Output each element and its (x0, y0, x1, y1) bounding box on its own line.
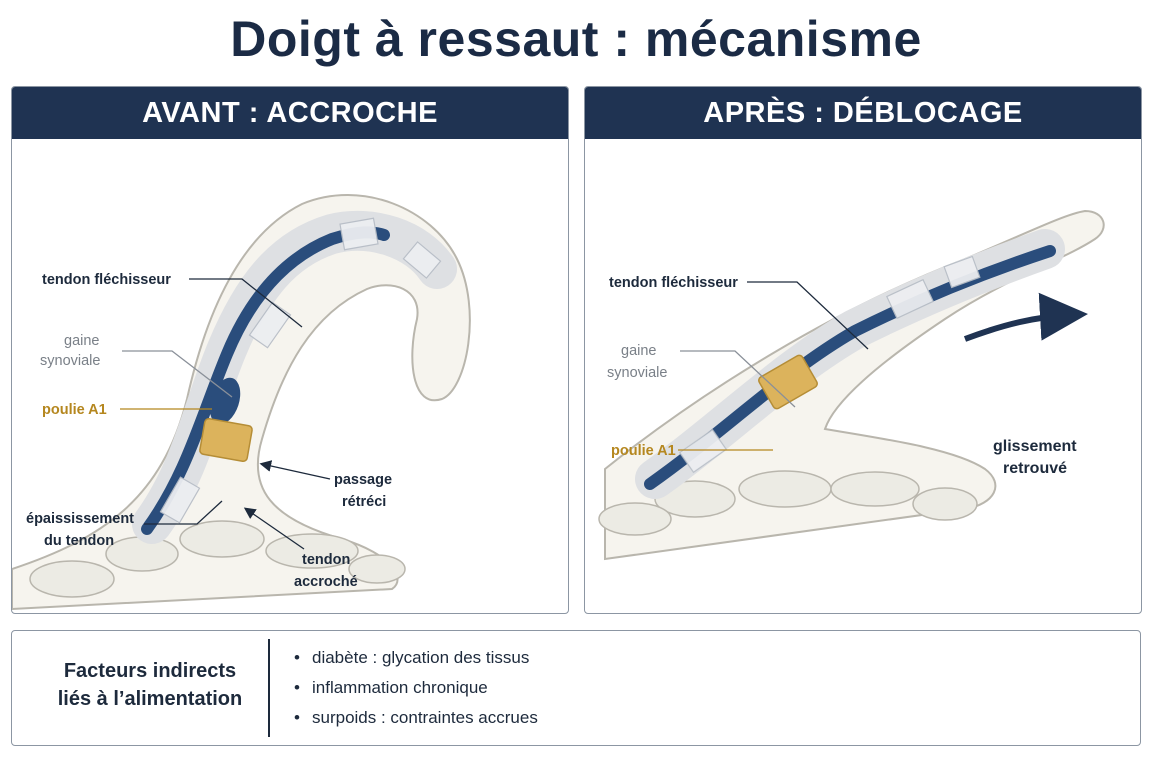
after-finger-illustration: tendon fléchisseur gaine synoviale pouli… (598, 209, 1105, 561)
after-pulley-a1 (758, 354, 818, 410)
after-bones (598, 470, 978, 536)
after-motion-arrow (963, 292, 1088, 342)
dietary-factors-title-line-1: Facteurs indirects (63, 660, 237, 682)
before-label-accroche: accroché (294, 574, 358, 590)
list-item: •surpoids : contraintes accrues (294, 703, 538, 733)
after-panel: APRÈS : DÉBLOCAGE (584, 86, 1142, 614)
before-panel-header: AVANT : ACCROCHE (12, 87, 568, 139)
before-label-passage: passage (334, 472, 392, 488)
after-leader-lines (678, 281, 869, 451)
before-label-tendon: tendon fléchisseur (42, 272, 171, 288)
dietary-factors-title-line-2: liés à l’alimentation (57, 688, 243, 710)
before-finger-outline (12, 194, 471, 611)
before-leader-lines (120, 278, 331, 550)
dietary-factors-list: •diabète : glycation des tissus •inflamm… (294, 643, 538, 733)
list-item: •inflammation chronique (294, 673, 538, 703)
before-label-synoviale: synoviale (40, 353, 100, 369)
after-label-poulie: poulie A1 (611, 443, 676, 459)
bullet-icon: • (294, 678, 300, 697)
after-label-glissement: glissement (993, 438, 1077, 455)
dietary-factors-box: Facteurs indirects liés à l’alimentation… (11, 630, 1141, 746)
after-label-tendon: tendon fléchisseur (609, 275, 738, 291)
before-bones (29, 520, 406, 598)
before-finger-illustration: tendon fléchisseur gaine synoviale pouli… (12, 194, 471, 611)
before-panel: AVANT : ACCROCHE (11, 86, 569, 614)
list-item: •diabète : glycation des tissus (294, 643, 538, 673)
footer-divider (268, 639, 270, 737)
before-label-epaississement: épaississement (26, 511, 134, 527)
page-title: Doigt à ressaut : mécanisme (230, 11, 922, 67)
before-label-retreci: rétréci (342, 494, 386, 510)
bullet-icon: • (294, 708, 300, 727)
before-label-gaine: gaine (64, 333, 99, 349)
dietary-factors-title: Facteurs indirects liés à l’alimentation (32, 657, 268, 713)
before-label-tendon-accroche: tendon (302, 552, 350, 568)
before-sheath-bands (159, 217, 442, 524)
after-label-retrouve: retrouvé (1003, 460, 1067, 477)
after-label-synoviale: synoviale (607, 365, 667, 381)
before-label-du-tendon: du tendon (44, 533, 114, 549)
before-tendon-thickening (209, 377, 241, 425)
after-sheath-bands (678, 255, 981, 474)
bullet-icon: • (294, 648, 300, 667)
before-label-poulie: poulie A1 (42, 402, 107, 418)
after-panel-header: APRÈS : DÉBLOCAGE (585, 87, 1141, 139)
before-pulley-a1 (199, 417, 253, 463)
after-label-gaine: gaine (621, 343, 656, 359)
